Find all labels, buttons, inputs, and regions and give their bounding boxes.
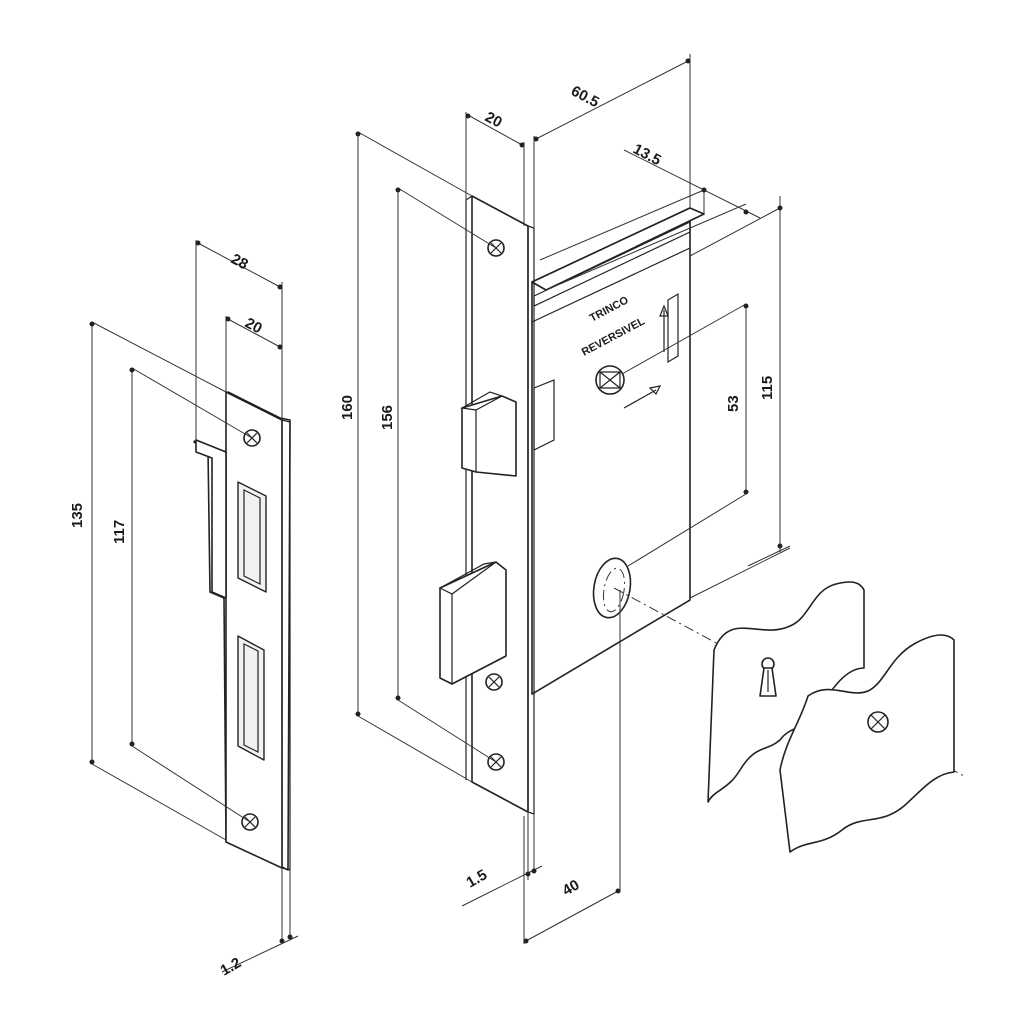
reversible-latch-icon bbox=[595, 292, 679, 409]
dim-front-hole-spacing-label: 156 bbox=[379, 405, 396, 430]
escutcheon-knob-plate bbox=[779, 634, 955, 853]
dim-strike-hole-spacing-label: 117 bbox=[111, 520, 128, 544]
dim-depth-label: 60.5 bbox=[568, 83, 602, 112]
bolt-slot-inner bbox=[243, 643, 259, 753]
latch-slot bbox=[237, 481, 267, 593]
latch-window bbox=[533, 379, 555, 451]
dim-backset-label: 40 bbox=[560, 876, 583, 899]
latch-bolt bbox=[461, 395, 517, 477]
lock-body-dimensions bbox=[355, 54, 791, 944]
dim-strike-width-label: 28 bbox=[228, 251, 251, 274]
dim-case-height-label: 115 bbox=[759, 376, 776, 400]
keyhole-escutcheon bbox=[707, 581, 865, 803]
strike-plate-dimensions bbox=[89, 240, 299, 973]
keyhole-icon bbox=[759, 657, 777, 697]
cylinder-hole bbox=[592, 557, 632, 619]
latch-slot-inner bbox=[243, 489, 261, 585]
dim-key-distance-label: 53 bbox=[725, 395, 742, 412]
strike-plate bbox=[193, 391, 291, 871]
dim-front-height-label: 160 bbox=[339, 395, 356, 420]
lock-body: TRINCO REVERSIVEL bbox=[438, 195, 705, 815]
dim-backset-offset-label: 13.5 bbox=[630, 141, 664, 170]
strike-plate-outline bbox=[225, 391, 283, 869]
cylinder-axis-line bbox=[613, 587, 965, 777]
dim-strike-thickness-label: 1.2 bbox=[218, 954, 245, 979]
latch-bolt-face bbox=[460, 391, 504, 411]
escutcheon-key-plate bbox=[707, 581, 865, 803]
bolt-slot bbox=[237, 635, 265, 761]
dim-front-thickness-label: 1.5 bbox=[464, 866, 491, 891]
lock-front-plate bbox=[471, 195, 529, 813]
dim-strike-inset-label: 20 bbox=[242, 315, 265, 338]
knob-escutcheon bbox=[779, 634, 955, 853]
dim-strike-height-label: 135 bbox=[69, 503, 86, 528]
dead-bolt-top bbox=[438, 561, 497, 595]
dim-face-width-label: 20 bbox=[482, 109, 505, 132]
strike-plate-tab bbox=[195, 439, 227, 599]
knob-hole-icon bbox=[867, 711, 889, 733]
front-screw-middle-icon bbox=[485, 673, 503, 691]
